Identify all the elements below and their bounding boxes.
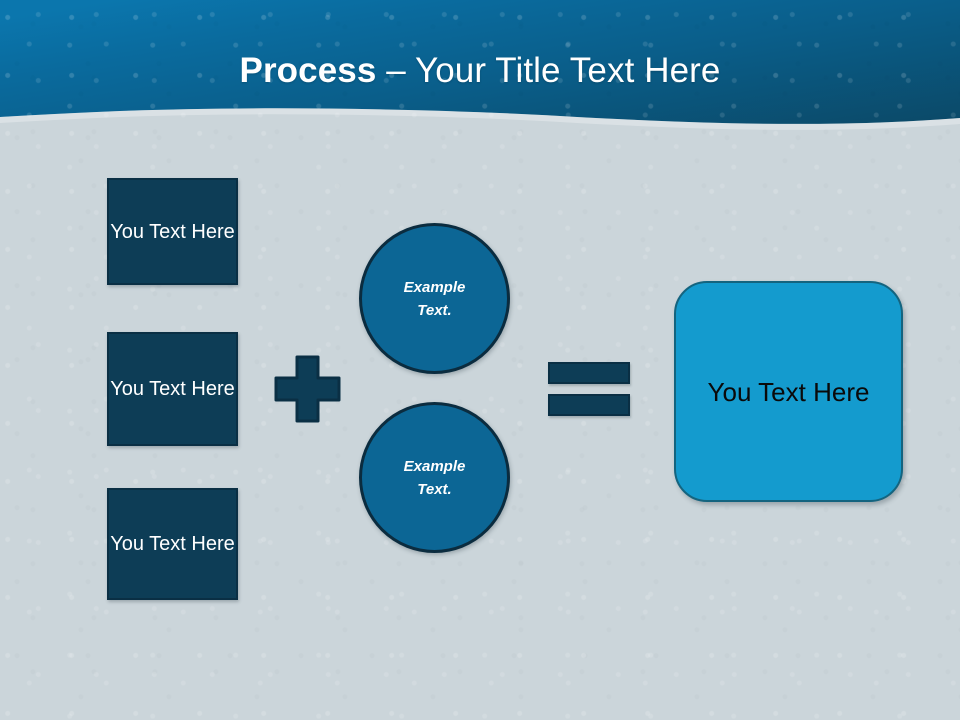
input-box-3[interactable]: You Text Here	[107, 488, 238, 600]
page-title: Process – Your Title Text Here	[0, 50, 960, 92]
example-circle-1-line1: Example	[403, 278, 466, 296]
input-box-2[interactable]: You Text Here	[107, 332, 238, 446]
plus-icon	[274, 355, 341, 423]
equals-icon	[548, 362, 630, 416]
example-circle-2-line2: Text.	[417, 480, 452, 498]
example-circle-2-line1: Example	[403, 457, 466, 475]
example-circle-1-line2: Text.	[417, 301, 452, 319]
page-title-strong: Process	[239, 51, 377, 90]
example-circle-2[interactable]: Example Text.	[359, 402, 510, 553]
page-title-rest: – Your Title Text Here	[376, 51, 721, 90]
equals-bar-top	[548, 362, 630, 384]
equals-bar-bottom	[548, 394, 630, 416]
result-box[interactable]: You Text Here	[674, 281, 903, 502]
example-circle-1[interactable]: Example Text.	[359, 223, 510, 374]
input-box-1[interactable]: You Text Here	[107, 178, 238, 285]
header-banner	[0, 0, 960, 132]
